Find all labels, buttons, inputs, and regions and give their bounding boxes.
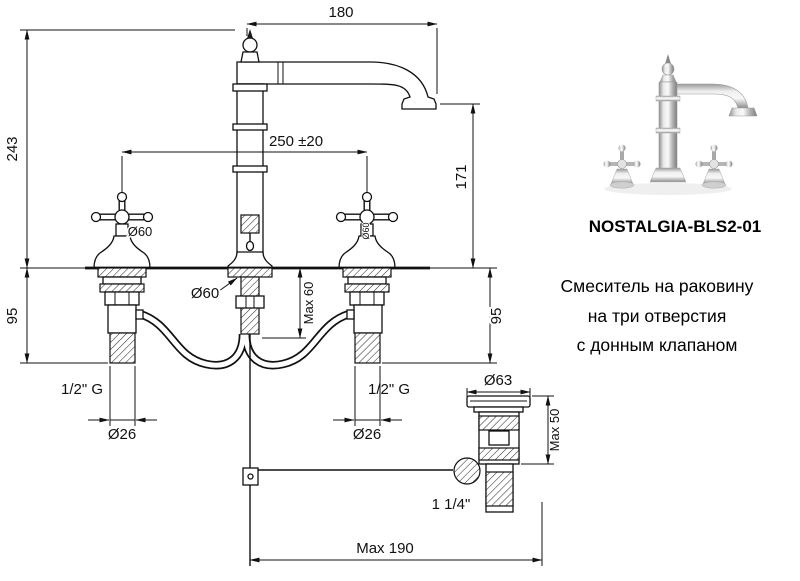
popup-rod-linkage	[242, 334, 453, 566]
product-description-line2: на три отверстия	[587, 305, 727, 326]
finial-collar	[240, 51, 260, 63]
dim-rod-length: Max 190	[249, 502, 543, 566]
handle-knob	[116, 191, 128, 203]
dim-right-handle-dia-label: Ø60	[361, 222, 371, 239]
spout	[236, 61, 437, 110]
dim-under-deck-right: 95	[382, 267, 507, 364]
dim-spout-reach-label: 180	[328, 4, 353, 21]
handle-hub	[114, 209, 130, 225]
product-description-line1: Смеситель на раковину	[560, 276, 754, 296]
dim-left-handle-dia-label: Ø60	[128, 224, 153, 239]
rod-length-label: Max 190	[356, 540, 414, 557]
dim-total-height-label: 243	[4, 136, 21, 161]
rod-ball-joint	[453, 457, 481, 485]
photo-finial-tip	[665, 54, 671, 64]
dim-hole-spacing-label: 250 ±20	[269, 133, 323, 150]
dim-under-deck-left: 95	[2, 267, 108, 364]
left-supply-thread	[109, 332, 136, 364]
product-photo	[603, 54, 758, 195]
dim-left-supply: 1/2" G Ø26	[59, 366, 157, 445]
handle-hub	[359, 209, 375, 225]
column-base	[227, 251, 273, 269]
left-handle: Ø60	[90, 191, 154, 269]
dim-max-deck-label: Max 60	[301, 282, 316, 325]
dim-escutcheon: Ø60	[189, 277, 238, 304]
dim-spout-height-label: 171	[453, 164, 470, 189]
drain-assembly: Ø63 Max 50 1 1/4"	[430, 370, 564, 515]
right-pipe-dia-label: Ø26	[353, 426, 381, 443]
product-model: NOSTALGIA-BLS2-01	[588, 217, 762, 236]
faucet-body	[227, 29, 437, 269]
dim-right-supply: 1/2" G Ø26	[333, 366, 412, 445]
dim-spout-height: 171	[440, 103, 480, 269]
photo-left-handle	[603, 144, 641, 189]
under-deck-center-shank	[227, 267, 273, 335]
photo-spout-column	[658, 81, 678, 171]
finial-ball	[242, 37, 258, 53]
drain-max-label: Max 50	[547, 409, 562, 452]
dim-escutcheon-dia-label: Ø60	[191, 285, 219, 302]
dim-95-right-label: 95	[488, 308, 505, 325]
dim-max-deck: Max 60	[262, 267, 318, 339]
handle-base	[93, 235, 151, 269]
product-description-line3: с донным клапаном	[576, 335, 738, 355]
handle-base	[338, 235, 396, 269]
popup-lever-mount	[240, 214, 260, 234]
under-deck-right-valve	[342, 267, 392, 364]
product-description: Смеситель на раковину на три отверстия с…	[526, 272, 788, 361]
photo-spout-arm	[676, 83, 749, 109]
left-pipe-dia-label: Ø26	[108, 426, 136, 443]
handle-knob	[361, 191, 373, 203]
drain-dia-label: Ø63	[484, 372, 512, 389]
right-handle: Ø60	[335, 191, 399, 269]
photo-right-handle	[695, 144, 733, 189]
dim-spout-reach: 180	[246, 2, 438, 94]
left-thread-label: 1/2" G	[61, 381, 103, 398]
finial-tip	[247, 29, 253, 39]
dim-hole-spacing: 250 ±20	[121, 131, 368, 194]
dim-95-left-label: 95	[4, 308, 21, 325]
popup-lever-knob	[245, 240, 255, 252]
dim-total-height: 243	[2, 29, 235, 269]
under-deck-left-valve	[97, 267, 147, 364]
right-supply-thread	[354, 332, 381, 364]
right-thread-label: 1/2" G	[368, 381, 410, 398]
dim-drain-max: Max 50	[521, 395, 564, 465]
drain-thread-label: 1 1/4"	[432, 496, 471, 513]
